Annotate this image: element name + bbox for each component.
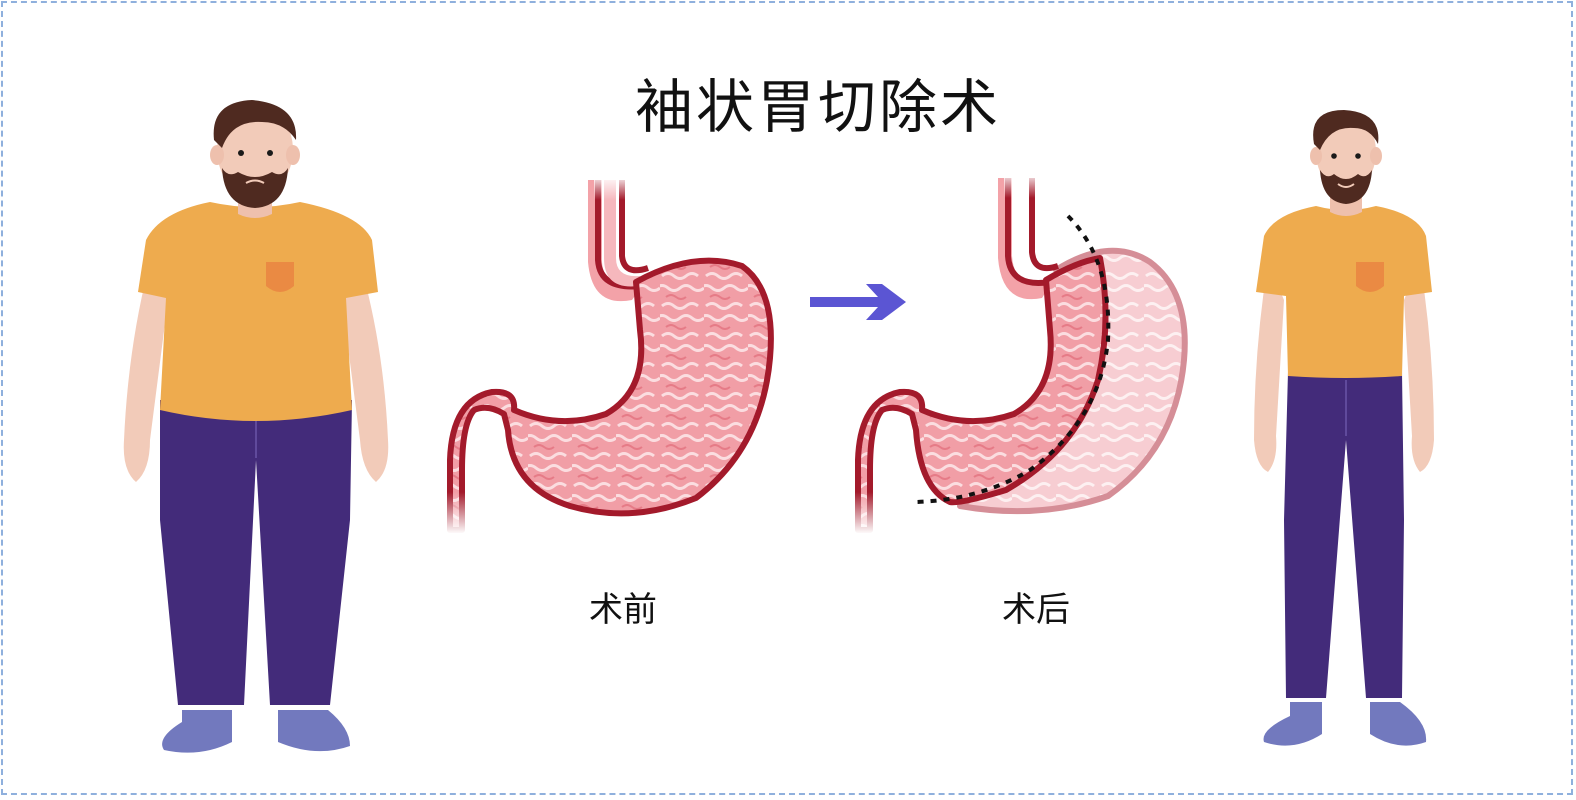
hair: [213, 100, 297, 148]
hair: [1313, 110, 1379, 150]
stomach-before-icon: [444, 175, 774, 534]
shoe-left: [162, 710, 232, 753]
stomach-after-icon: [852, 172, 1188, 534]
label-after: 术后: [1002, 590, 1070, 630]
shoe-left: [1263, 702, 1322, 746]
shirt-pocket: [266, 262, 294, 292]
shoe-right: [1370, 702, 1427, 746]
person-after-figure: [1254, 110, 1434, 746]
shirt-pocket: [1356, 262, 1384, 292]
cut-line: [915, 214, 1111, 504]
beard: [222, 168, 288, 208]
person-before-figure: [123, 100, 389, 753]
shoe-right: [278, 710, 350, 752]
page-title: 袖状胃切除术: [634, 73, 1001, 141]
label-before: 术前: [589, 590, 657, 630]
right-arrow-icon: [810, 284, 906, 320]
